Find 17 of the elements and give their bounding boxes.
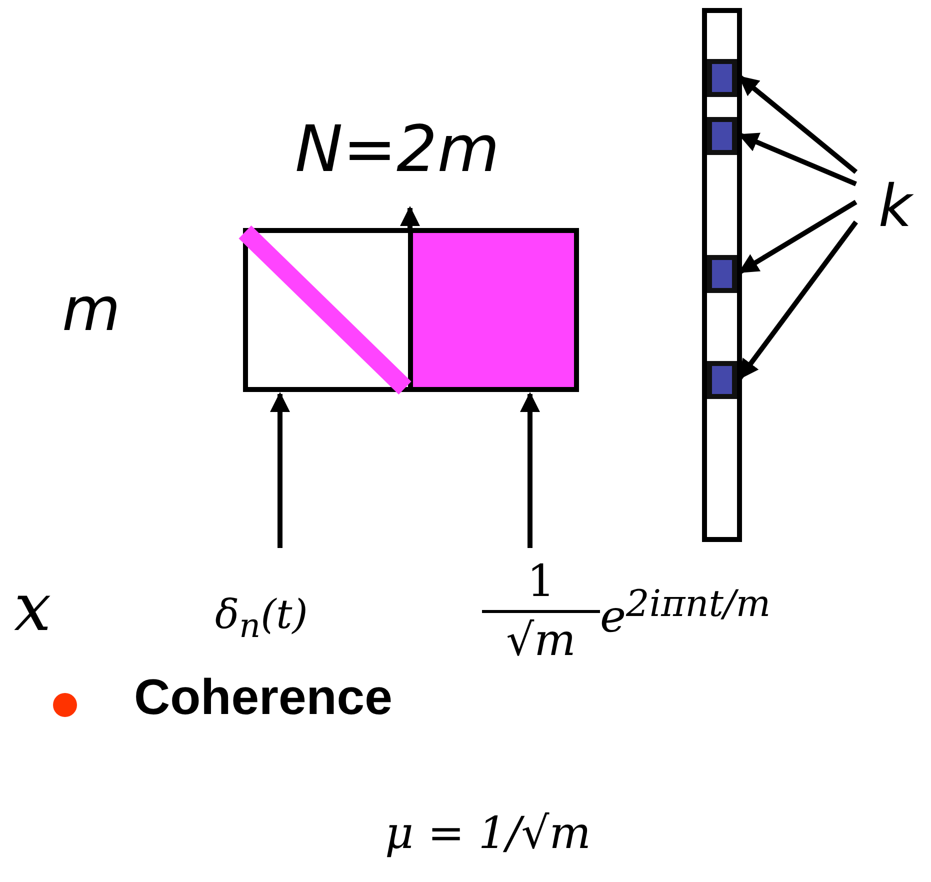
vector-entry — [707, 117, 737, 155]
exponential: e$^{2iπnt/m}$ — [600, 582, 771, 642]
numerator: 1 — [527, 558, 555, 606]
dimension-label: N=2m — [295, 118, 500, 182]
variable-label: k — [878, 172, 915, 240]
vector-entry — [707, 255, 737, 293]
formula: μ = 1/√m — [385, 812, 592, 856]
formula: δ$_{n}$(t) — [215, 592, 308, 645]
bullet-text: Coherence — [134, 672, 392, 722]
vector-entry — [707, 361, 737, 399]
arrow — [270, 392, 290, 548]
vector-entry — [707, 59, 737, 97]
denominator: √m — [506, 617, 576, 666]
arrow — [520, 392, 540, 548]
vector-column — [702, 8, 742, 542]
variable-label: x — [14, 575, 52, 641]
dimension-label: m — [62, 280, 120, 340]
